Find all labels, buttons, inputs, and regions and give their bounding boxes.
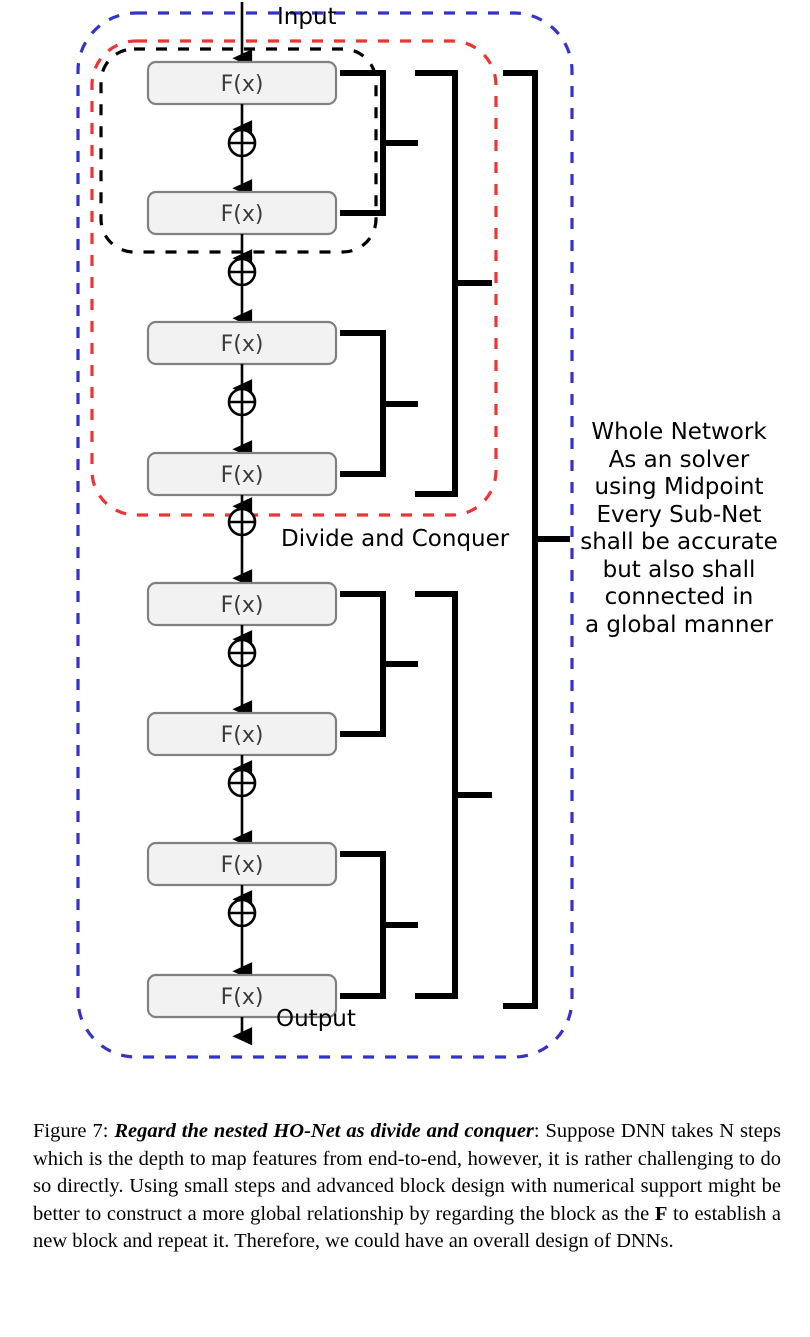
side-note-line-3: using Midpoint	[594, 474, 764, 500]
outer-dashed-boundary	[76, 11, 574, 1059]
bracket-quad-lower	[415, 591, 492, 999]
block-1-label: F(x)	[221, 72, 264, 97]
divide-and-conquer-label: Divide and Conquer	[281, 526, 510, 552]
bracket-quad-upper	[415, 70, 492, 497]
output-label: Output	[276, 1006, 356, 1032]
side-note-line-6: but also shall	[602, 556, 756, 583]
block-1: F(x)	[146, 60, 338, 106]
input-label: Input	[277, 4, 337, 30]
side-note-line-2: As an solver	[608, 446, 750, 473]
bracket-pair-5-6	[340, 591, 418, 737]
bracket-whole-network	[503, 70, 570, 1009]
middle-dashed-boundary	[90, 39, 498, 517]
add-node-1	[227, 128, 257, 158]
add-node-6	[227, 768, 257, 798]
add-node-4	[227, 507, 257, 537]
block-6-label: F(x)	[221, 723, 264, 748]
block-5: F(x)	[146, 581, 338, 627]
caption-bold-f: F	[654, 1202, 668, 1225]
network-diagram-svg: F(x) F(x)	[76, 2, 574, 1059]
block-6: F(x)	[146, 711, 338, 757]
caption-body-part-2: to establish a new block and repeat it. …	[33, 1202, 781, 1253]
block-4: F(x)	[146, 451, 338, 497]
add-node-7	[227, 898, 257, 928]
bracket-pair-1-2	[340, 70, 418, 216]
bracket-pair-3-4	[340, 330, 418, 477]
add-node-2	[227, 257, 257, 287]
side-note-line-8: a global manner	[584, 611, 774, 638]
side-note-line-4: Every Sub-Net	[596, 501, 762, 528]
add-node-5	[227, 638, 257, 668]
figure-caption: Figure 7: Regard the nested HO-Net as di…	[33, 1118, 781, 1256]
caption-body-part-1: : Suppose DNN takes N steps which is the…	[33, 1120, 782, 1225]
caption-title: Regard the nested HO-Net as divide and c…	[114, 1120, 534, 1142]
diagram-figure: F(x) F(x)	[76, 2, 784, 1059]
side-note-line-5: shall be accurate	[580, 529, 778, 555]
block-7-label: F(x)	[221, 853, 264, 878]
block-2-label: F(x)	[221, 202, 264, 227]
block-5-label: F(x)	[221, 593, 264, 618]
block-4-label: F(x)	[221, 463, 264, 488]
block-7: F(x)	[146, 841, 338, 887]
caption-figure-number: Figure 7:	[33, 1120, 109, 1142]
block-3: F(x)	[146, 320, 338, 366]
add-node-3	[227, 387, 257, 417]
bracket-pair-7-8	[340, 851, 418, 999]
whole-network-annotation: Whole Network As an solver using Midpoin…	[574, 419, 784, 639]
block-2: F(x)	[146, 190, 338, 236]
side-note-line-1: Whole Network	[591, 419, 767, 445]
block-3-label: F(x)	[221, 332, 264, 357]
block-8-label: F(x)	[221, 985, 264, 1010]
side-note-line-7: connected in	[604, 584, 754, 610]
